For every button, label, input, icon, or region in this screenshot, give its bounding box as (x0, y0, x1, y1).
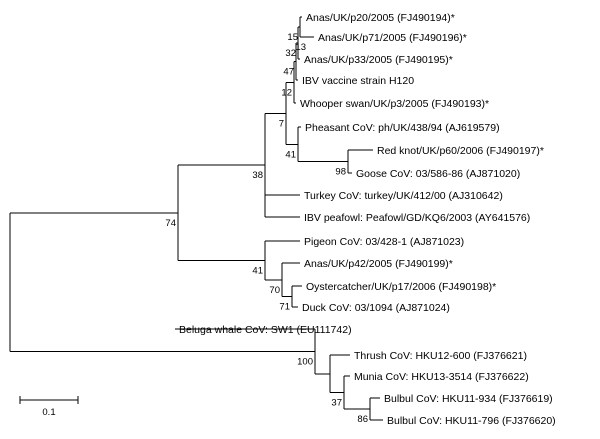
taxon-label: Turkey CoV: turkey/UK/412/00 (AJ310642) (304, 190, 503, 202)
bootstrap-value: 71 (279, 302, 290, 313)
bootstrap-value: 13 (295, 42, 306, 53)
taxon-label: Anas/UK/p42/2005 (FJ490199)* (304, 258, 453, 270)
taxon-label: Red knot/UK/p60/2006 (FJ490197)* (377, 145, 544, 157)
taxon-labels: Anas/UK/p20/2005 (FJ490194)* Anas/UK/p71/… (179, 12, 556, 427)
bootstrap-value: 41 (285, 149, 296, 160)
bootstrap-value: 47 (283, 67, 294, 78)
taxon-label: Anas/UK/p33/2005 (FJ490195)* (304, 54, 453, 66)
bootstrap-value: 100 (297, 356, 313, 367)
taxon-label: Munia CoV: HKU13-3514 (FJ376622) (354, 371, 529, 383)
bootstrap-value: 38 (252, 170, 263, 181)
taxon-label: Goose CoV: 03/586-86 (AJ871020) (356, 168, 520, 180)
bootstrap-value: 86 (357, 414, 368, 425)
bootstrap-value: 7 (279, 118, 284, 129)
bootstrap-value: 41 (252, 265, 263, 276)
bootstrap-value: 15 (287, 32, 298, 43)
tree-branches (9, 16, 383, 421)
taxon-label: Duck CoV: 03/1094 (AJ871024) (302, 302, 450, 314)
taxon-label: Anas/UK/p20/2005 (FJ490194)* (306, 12, 455, 24)
taxon-label: Pheasant CoV: ph/UK/438/94 (AJ619579) (305, 122, 500, 134)
bootstrap-value: 12 (281, 87, 292, 98)
taxon-label: Oystercatcher/UK/p17/2006 (FJ490198)* (306, 281, 496, 293)
scale-bar: 0.1 (19, 396, 79, 418)
taxon-label: Bulbul CoV: HKU11-934 (FJ376619) (384, 393, 553, 405)
taxon-label: Whooper swan/UK/p3/2005 (FJ490193)* (300, 98, 489, 110)
taxon-label: IBV vaccine strain H120 (302, 75, 414, 87)
bootstrap-value: 98 (335, 167, 346, 178)
bootstrap-value: 37 (331, 398, 342, 409)
bootstrap-value: 74 (165, 218, 176, 229)
taxon-label: Beluga whale CoV: SW1 (EU111742) (179, 324, 352, 336)
bootstrap-value: 70 (269, 285, 280, 296)
scale-bar-label: 0.1 (42, 407, 55, 418)
bootstrap-value: 32 (285, 48, 296, 59)
taxon-label: Thrush CoV: HKU12-600 (FJ376621) (354, 350, 527, 362)
taxon-label: Pigeon CoV: 03/428-1 (AJ871023) (304, 236, 464, 248)
taxon-label: IBV peafowl: Peafowl/GD/KQ6/2003 (AY6415… (304, 212, 530, 224)
taxon-label: Anas/UK/p71/2005 (FJ490196)* (318, 32, 467, 44)
taxon-label: Bulbul CoV: HKU11-796 (FJ376620) (387, 415, 556, 427)
